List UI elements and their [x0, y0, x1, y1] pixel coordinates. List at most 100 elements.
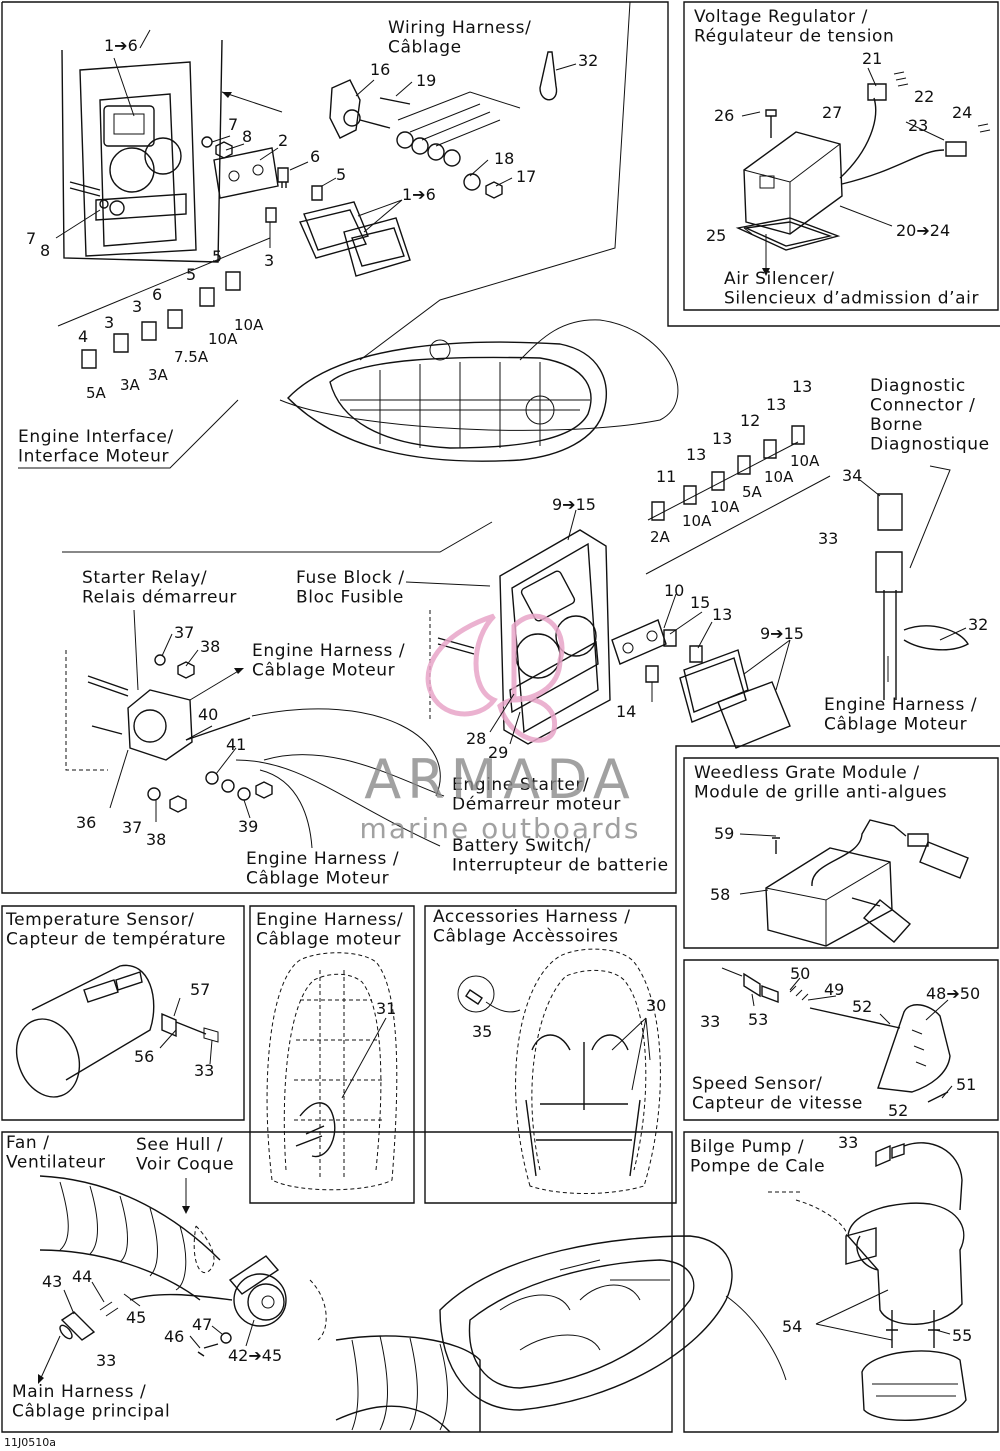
- callout-fuse-block-3: 38: [200, 637, 220, 656]
- engine-harness-label-2: Engine Harness /Câblage Moteur: [246, 849, 399, 889]
- fuse-item-fuse-block-3: 13: [712, 429, 732, 448]
- callout-diagnostic-3: 32: [968, 615, 988, 634]
- temperature-drawing: [15, 964, 219, 1098]
- callout-fuse-block-16: 29: [488, 743, 508, 762]
- callout-fan-1: 43: [42, 1272, 62, 1291]
- callout-speed-sensor-1: 50: [790, 964, 810, 983]
- wiring-harness-label: Wiring Harness/Câblage: [388, 18, 531, 58]
- callout-engine-interface-4: 2: [278, 131, 288, 150]
- callout-diagnostic-1: 34: [842, 466, 862, 485]
- watermark-tagline: marine outboards: [360, 812, 641, 845]
- callout-fuse-block-11: 15: [690, 593, 710, 612]
- speed-sensor-drawing: [721, 967, 951, 1103]
- fuse-item-engine-interface-3: 3: [132, 297, 142, 316]
- callout-accessories-1: 35: [472, 1022, 492, 1041]
- air-silencer-label: Air Silencer/Silencieux d’admission d’ai…: [724, 269, 979, 309]
- fuse-item-engine-interface-1: 4: [78, 327, 88, 346]
- leader-lines: [55, 57, 967, 1349]
- callout-fan-7: 33: [96, 1351, 116, 1370]
- callout-diagnostic-2: 33: [818, 529, 838, 548]
- callout-voltage-regulator-8: 20➔24: [896, 221, 950, 240]
- weedless-grate-title: Weedless Grate Module /Module de grille …: [694, 763, 947, 803]
- callout-voltage-regulator-1: 21: [862, 49, 882, 68]
- fan-drawing: [38, 1175, 481, 1433]
- callout-voltage-regulator-4: 27: [822, 103, 842, 122]
- callout-fuse-block-13: 9➔15: [760, 624, 804, 643]
- callout-engine-interface-6: 5: [336, 165, 346, 184]
- starter-relay-label: Starter Relay/Relais démarreur: [82, 568, 237, 608]
- boat-drawing: [439, 1235, 787, 1411]
- main-harness-label: Main Harness /Câblage principal: [12, 1382, 170, 1422]
- callout-accessories-2: 30: [646, 996, 666, 1015]
- callout-bilge-pump-1: 33: [838, 1133, 858, 1152]
- engine-starter-label: Engine Starter/Démarreur moteur: [452, 775, 621, 815]
- callout-fuse-block-6: 36: [76, 813, 96, 832]
- callout-speed-sensor-7: 51: [956, 1075, 976, 1094]
- fuse-block-label: Fuse Block /Bloc Fusible: [296, 568, 405, 608]
- callout-engine-interface-15: 3: [264, 251, 274, 270]
- callout-speed-sensor-8: 52: [888, 1101, 908, 1120]
- battery-switch-label: Battery Switch/Interrupteur de batterie: [452, 836, 669, 876]
- engine-interface-title: Engine Interface/Interface Moteur: [18, 427, 174, 467]
- fuse-rating-fuse-block-4: 5A: [742, 483, 763, 501]
- callout-voltage-regulator-7: 25: [706, 226, 726, 245]
- speed-sensor-title: Speed Sensor/Capteur de vitesse: [692, 1074, 863, 1114]
- fuse-rating-engine-interface-5: 10A: [208, 330, 238, 348]
- fuse-item-engine-interface-5: 5: [186, 265, 196, 284]
- see-hull-label: See Hull /Voir Coque: [136, 1135, 234, 1175]
- voltage-regulator-title: Voltage Regulator /Régulateur de tension: [694, 7, 894, 47]
- callout-engine-interface-11: 18: [494, 149, 514, 168]
- callout-fan-4: 46: [164, 1327, 184, 1346]
- callout-fan-5: 47: [192, 1315, 212, 1334]
- bilge-pump-title: Bilge Pump /Pompe de Cale: [690, 1137, 825, 1177]
- temperature-sensor-title: Temperature Sensor/Capteur de températur…: [5, 910, 226, 950]
- fuse-item-fuse-block-4: 12: [740, 411, 760, 430]
- callout-engine-interface-5: 6: [310, 147, 320, 166]
- fuse-rating-fuse-block-3: 10A: [710, 498, 740, 516]
- callout-engine-interface-13: 7: [26, 229, 36, 248]
- callout-fuse-block-10: 10: [664, 581, 684, 600]
- callout-fuse-block-8: 38: [146, 830, 166, 849]
- accessories-harness-title: Accessories Harness /Câblage Accèssoires: [433, 907, 631, 947]
- fuse-item-engine-interface-6: 5: [212, 247, 222, 266]
- weedless-drawing: [765, 819, 969, 947]
- callout-fuse-block-9: 39: [238, 817, 258, 836]
- fuse-item-fuse-block-5: 13: [766, 395, 786, 414]
- engine-harness-hull-drawing: [266, 952, 398, 1191]
- callout-fuse-block-7: 37: [122, 818, 142, 837]
- callout-engine-interface-7: 1➔6: [402, 185, 436, 204]
- callout-voltage-regulator-6: 23: [908, 116, 928, 135]
- callout-temperature-3: 33: [194, 1061, 214, 1080]
- watermark-logo: [425, 613, 565, 743]
- fuse-rating-fuse-block-5: 10A: [764, 468, 794, 486]
- callout-fuse-block-15: 28: [466, 729, 486, 748]
- callout-fuse-block-5: 41: [226, 735, 246, 754]
- callout-speed-sensor-6: 53: [748, 1010, 768, 1029]
- voltage-regulator-drawing: [735, 71, 991, 276]
- fuse-rating-engine-interface-4: 7.5A: [174, 348, 209, 366]
- callout-engine-interface-2: 7: [228, 115, 238, 134]
- fuse-rating-engine-interface-2: 3A: [120, 376, 141, 394]
- fuse-rating-engine-interface-6: 10A: [234, 316, 264, 334]
- callout-engine-interface-1: 1➔6: [104, 36, 138, 55]
- callout-speed-sensor-4: 48➔50: [926, 984, 980, 1003]
- fuse-item-engine-interface-2: 3: [104, 313, 114, 332]
- callout-fan-2: 44: [72, 1267, 92, 1286]
- callout-bilge-pump-2: 54: [782, 1317, 802, 1336]
- callout-fan-3: 45: [126, 1308, 146, 1327]
- callout-fuse-block-1: 9➔15: [552, 495, 596, 514]
- callout-voltage-regulator-3: 26: [714, 106, 734, 125]
- fuse-rating-engine-interface-1: 5A: [86, 384, 107, 402]
- diagnostic-engine-harness-label: Engine Harness /Câblage Moteur: [824, 695, 977, 735]
- callout-weedless-1: 59: [714, 824, 734, 843]
- callout-speed-sensor-2: 49: [824, 980, 844, 999]
- callout-weedless-2: 58: [710, 885, 730, 904]
- callout-fuse-block-12: 13: [712, 605, 732, 624]
- callout-bilge-pump-3: 55: [952, 1326, 972, 1345]
- callout-fan-6: 42➔45: [228, 1346, 282, 1365]
- accessories-hull-drawing: [457, 948, 661, 1194]
- fuse-rating-fuse-block-1: 2A: [650, 528, 671, 546]
